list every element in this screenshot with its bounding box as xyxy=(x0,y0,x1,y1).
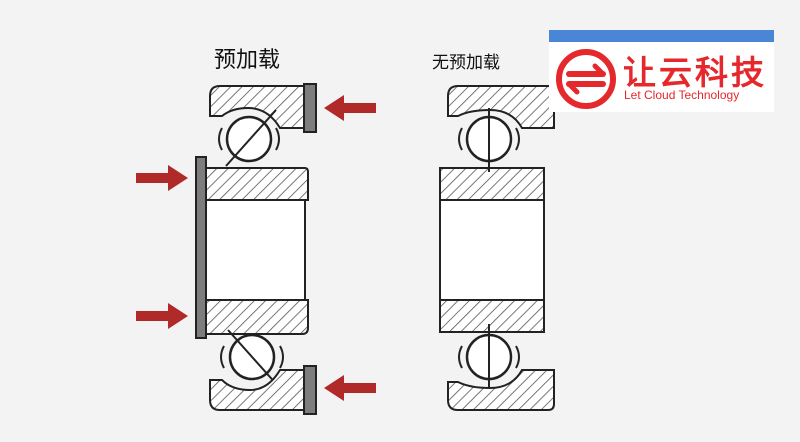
force-arrow-bottom-right xyxy=(324,375,376,401)
bore-space xyxy=(204,199,306,301)
logo-name-en: Let Cloud Technology xyxy=(624,88,740,102)
no-preload-bearing xyxy=(439,85,555,411)
outer-race-top-right xyxy=(447,85,555,129)
force-arrow-left-upper xyxy=(136,165,188,191)
logo-top-bar xyxy=(549,30,774,42)
logo-mark-icon xyxy=(556,49,616,109)
inner-race-bottom xyxy=(204,299,309,335)
preload-spacer-inner xyxy=(195,156,207,339)
contact-line-bottom xyxy=(227,329,279,387)
force-arrow-left-lower xyxy=(136,303,188,329)
preload-bearing xyxy=(136,83,376,415)
company-logo: 让云科技 Let Cloud Technology xyxy=(549,30,774,112)
outer-race-bottom-right xyxy=(447,369,555,411)
inner-race-top-right xyxy=(439,167,545,201)
outer-race-bottom xyxy=(209,369,305,411)
contact-line-top xyxy=(225,109,277,167)
inner-race-top xyxy=(204,167,309,201)
no-preload-label: 无预加载 xyxy=(432,53,500,73)
logo-name-cn: 让云科技 xyxy=(623,53,767,92)
preload-spacer-top xyxy=(303,83,317,133)
force-arrow-top-right xyxy=(324,95,376,121)
preload-label: 预加载 xyxy=(214,48,281,73)
bore-space-right xyxy=(439,199,545,301)
outer-race-top xyxy=(209,85,305,129)
preload-spacer-bottom xyxy=(303,365,317,415)
inner-race-bottom-right xyxy=(439,299,545,333)
